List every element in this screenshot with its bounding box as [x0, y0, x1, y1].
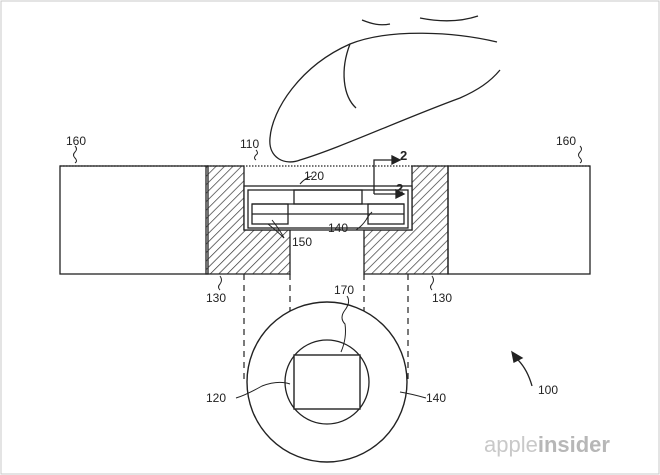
label-150: 150	[292, 235, 312, 249]
label-140-bottom: 140	[426, 391, 446, 405]
appleinsider-watermark: appleinsider	[484, 432, 610, 457]
section-line-2	[373, 154, 406, 200]
finger-illustration	[269, 15, 501, 163]
label-120-top: 120	[304, 169, 324, 183]
sensor-120-plan-view	[293, 354, 361, 410]
label-160-right: 160	[556, 134, 576, 148]
watermark-prefix: apple	[484, 432, 538, 457]
label-170: 170	[334, 283, 354, 297]
label-110: 110	[240, 137, 259, 151]
watermark-suffix: insider	[538, 432, 611, 457]
surface-plate-left	[59, 165, 209, 275]
ring-140-left-section	[251, 203, 289, 225]
sensor-assembly	[243, 185, 413, 231]
label-130-left: 130	[206, 291, 226, 305]
label-160-left: 160	[66, 134, 86, 148]
label-130-right: 130	[432, 291, 452, 305]
label-section-2-lower: 2	[396, 181, 403, 196]
label-100: 100	[538, 383, 558, 397]
label-section-2-upper: 2	[400, 148, 407, 163]
surface-plate-right	[447, 165, 591, 275]
arrow-100	[511, 350, 533, 387]
ring-140-right-section	[367, 203, 405, 225]
label-140-top: 140	[328, 221, 348, 235]
label-120-bottom: 120	[206, 391, 226, 405]
leader-lines	[73, 145, 582, 399]
